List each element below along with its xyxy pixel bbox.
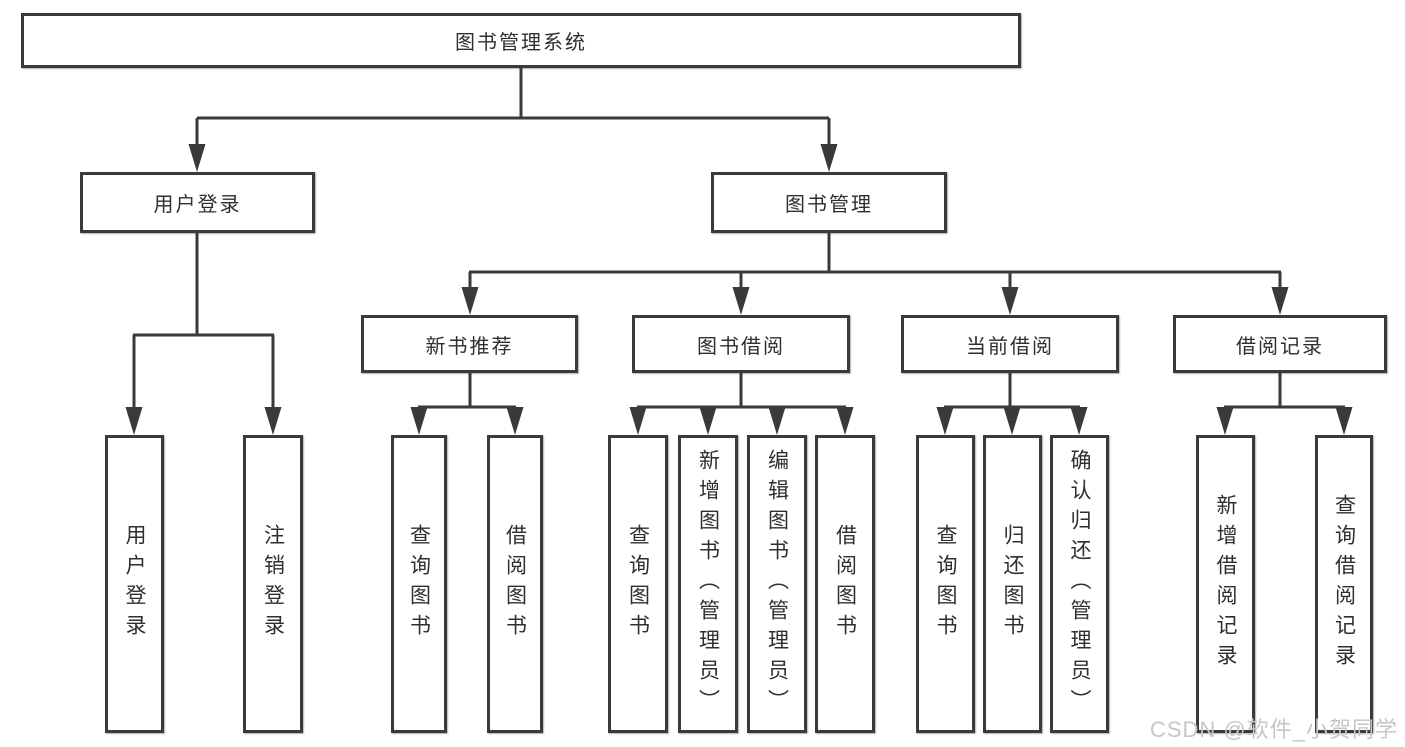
arrowhead-icon [410,407,428,435]
leaf-borrowing-query-books: 查询图书 [608,435,668,733]
arrowhead-icon [820,144,838,172]
arrowhead-icon [1003,407,1021,435]
arrowhead-icon [1001,287,1019,315]
node-user-login-branch: 用户登录 [80,172,315,233]
arrowhead-icon [836,407,854,435]
arrowhead-icon [1216,407,1234,435]
node-label: 新增借阅记录 [1214,494,1237,674]
node-label: 注销登录 [261,524,285,644]
node-label: 图书借阅 [697,335,785,358]
node-label: 借阅图书 [503,524,527,644]
watermark: CSDN @软件_小贺同学 [1149,717,1398,742]
node-library-management-system: 图书管理系统 [21,13,1021,68]
leaf-borrowing-borrow-books: 借阅图书 [815,435,875,733]
arrowhead-icon [768,407,786,435]
arrowhead-icon [506,407,524,435]
arrowhead-icon [629,407,647,435]
arrowhead-icon [125,407,143,435]
node-book-borrowing: 图书借阅 [632,315,850,373]
node-label: 用户登录 [153,194,242,216]
node-label: 图书管理 [785,194,873,216]
leaf-logout: 注销登录 [243,435,303,733]
leaf-add-borrow-record: 新增借阅记录 [1196,435,1255,733]
arrowhead-icon [1335,407,1353,435]
node-label: 查询图书 [407,524,431,644]
node-book-management-branch: 图书管理 [711,172,947,233]
leaf-confirm-return-admin: 确认归还（管理员） [1050,435,1109,733]
node-label: 借阅记录 [1236,335,1324,358]
node-label: 查询图书 [934,524,957,644]
arrowhead-icon [732,287,750,315]
node-label: 图书管理系统 [455,32,587,54]
leaf-add-books-admin: 新增图书（管理员） [678,435,738,733]
leaf-recommend-borrow-books: 借阅图书 [487,435,543,733]
arrowhead-icon [461,287,479,315]
node-new-book-recommendation: 新书推荐 [361,315,578,373]
leaf-recommend-query-books: 查询图书 [391,435,447,733]
node-borrowing-records: 借阅记录 [1173,315,1387,373]
node-label: 编辑图书（管理员） [765,449,789,719]
arrowhead-icon [699,407,717,435]
node-label: 新增图书（管理员） [696,449,720,719]
leaf-return-books: 归还图书 [983,435,1042,733]
node-label: 新书推荐 [425,335,514,358]
node-current-borrowing: 当前借阅 [901,315,1119,373]
node-label: 借阅图书 [833,524,857,644]
arrowhead-icon [1271,287,1289,315]
node-label: 查询图书 [626,524,650,644]
arrowhead-icon [1070,407,1088,435]
arrowhead-icon [264,407,282,435]
node-label: 当前借阅 [966,335,1054,358]
leaf-user-login: 用户登录 [105,435,164,733]
arrowhead-icon [936,407,954,435]
node-label: 归还图书 [1001,524,1024,644]
node-label: 用户登录 [123,524,146,644]
leaf-edit-books-admin: 编辑图书（管理员） [747,435,807,733]
leaf-current-query-books: 查询图书 [916,435,975,733]
arrowhead-icon [188,144,206,172]
leaf-query-borrow-record: 查询借阅记录 [1315,435,1373,733]
node-label: 查询借阅记录 [1332,494,1356,674]
node-label: 确认归还（管理员） [1068,449,1091,719]
